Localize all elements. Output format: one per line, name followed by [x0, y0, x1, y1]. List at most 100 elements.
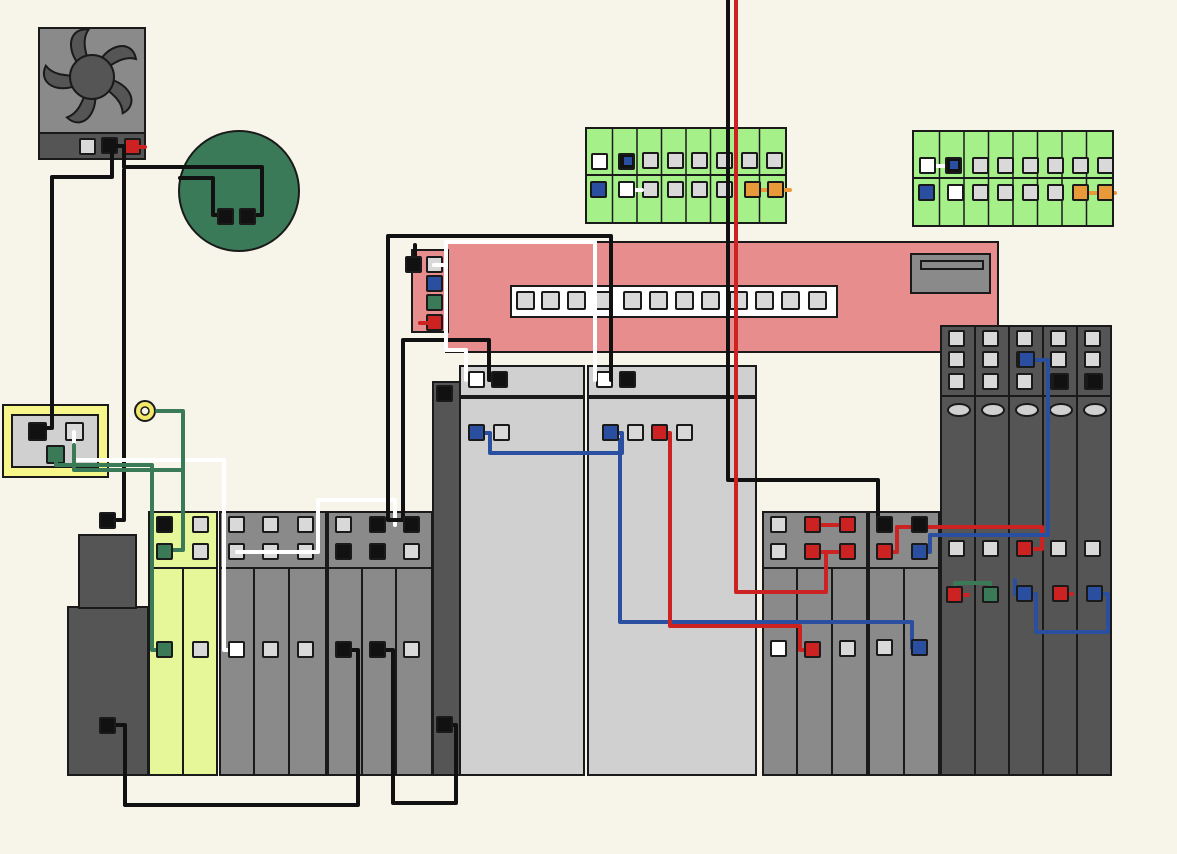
yellow-plug-green-2[interactable] — [156, 641, 173, 658]
rack-port-1-3[interactable] — [1050, 351, 1067, 368]
io-c-mid-0[interactable] — [770, 543, 787, 560]
cable-bottom-loop-1[interactable] — [108, 648, 360, 807]
io-b-mid-2[interactable] — [403, 543, 420, 560]
rack-plug-red-mid[interactable] — [1016, 540, 1033, 557]
patch2-top-port-6[interactable] — [1072, 157, 1089, 174]
cable-red-rack[interactable] — [882, 525, 1044, 554]
rack-port-0-2[interactable] — [1016, 330, 1033, 347]
patch2-plug-orange-2[interactable] — [1097, 184, 1114, 201]
io-d-bottom-0[interactable] — [876, 639, 893, 656]
rack-port-1-1[interactable] — [982, 351, 999, 368]
io-d-plug-red[interactable] — [876, 543, 893, 560]
yellow-port-3[interactable] — [192, 641, 209, 658]
pink-port-7[interactable] — [701, 291, 720, 310]
io-a-bottom-2[interactable] — [297, 641, 314, 658]
patch2-bottom-port-2[interactable] — [972, 184, 989, 201]
rack-plug-red-low[interactable] — [946, 586, 963, 603]
patch2-plug-orange-1[interactable] — [1072, 184, 1089, 201]
io-b-plug-6[interactable] — [369, 641, 386, 658]
rack-mid-port-3[interactable] — [1084, 540, 1101, 557]
yellow-plug-black[interactable] — [156, 516, 173, 533]
cable-blue-servers[interactable] — [475, 431, 624, 455]
server-2-top[interactable] — [587, 365, 757, 397]
cable-red-ioc[interactable] — [658, 431, 815, 652]
rack-port-2-0[interactable] — [948, 373, 965, 390]
rack-port-0-4[interactable] — [1084, 330, 1101, 347]
rack-plug-black-1[interactable] — [1052, 373, 1069, 390]
fan-port-1[interactable] — [79, 138, 96, 155]
io-b-top-0[interactable] — [335, 516, 352, 533]
rack-port-0-0[interactable] — [948, 330, 965, 347]
fan-icon[interactable] — [38, 26, 138, 128]
pink-port-1[interactable] — [541, 291, 560, 310]
server2-port-2[interactable] — [627, 424, 644, 441]
server1-plug-blue[interactable] — [468, 424, 485, 441]
patch1-bottom-port-3[interactable] — [667, 181, 684, 198]
io-d-plug-blue-2[interactable] — [911, 639, 928, 656]
patch1-bottom-port-2[interactable] — [642, 181, 659, 198]
pink-port-10[interactable] — [781, 291, 800, 310]
pink-port-6[interactable] — [675, 291, 694, 310]
pink-port-5[interactable] — [649, 291, 668, 310]
cable-psu-vert[interactable] — [108, 168, 126, 522]
patch1-top-port-3[interactable] — [667, 152, 684, 169]
io-d-plug-black-2[interactable] — [911, 516, 928, 533]
rack-port-0-3[interactable] — [1050, 330, 1067, 347]
patch2-top-port-5[interactable] — [1047, 157, 1064, 174]
io-b-plug-5[interactable] — [335, 641, 352, 658]
patch1-plug-orange-2[interactable] — [767, 181, 784, 198]
io-b-plug-4[interactable] — [369, 543, 386, 560]
rack-port-2-2[interactable] — [1016, 373, 1033, 390]
patch2-bottom-port-4[interactable] — [1022, 184, 1039, 201]
patch1-plug-orange-1[interactable] — [744, 181, 761, 198]
server-1[interactable] — [459, 397, 585, 776]
patch1-top-port-2[interactable] — [642, 152, 659, 169]
psu-base[interactable] — [67, 606, 149, 776]
cable-black-main[interactable] — [726, 0, 880, 522]
cable-fan-outlet[interactable] — [36, 144, 114, 430]
yellow-port-2[interactable] — [192, 543, 209, 560]
yellow-plug-green[interactable] — [156, 543, 173, 560]
io-c-bottom-0[interactable] — [770, 640, 787, 657]
io-a-bottom-1[interactable] — [262, 641, 279, 658]
io-b-plug-2[interactable] — [403, 516, 420, 533]
cable-green-lug[interactable] — [155, 409, 185, 542]
disk-plug-2[interactable] — [239, 208, 256, 225]
io-c-plug-red-2[interactable] — [839, 516, 856, 533]
cable-white-server2[interactable] — [432, 240, 597, 382]
patch2-top-port-2[interactable] — [972, 157, 989, 174]
server2-plug-red[interactable] — [651, 424, 668, 441]
rack-plug-blue-low-2[interactable] — [1086, 585, 1103, 602]
patch2-top-port-3[interactable] — [997, 157, 1014, 174]
io-a-top-2[interactable] — [297, 516, 314, 533]
cable-bottom-loop-2[interactable] — [376, 648, 458, 805]
rack-plug-red-low-2[interactable] — [1052, 585, 1069, 602]
io-c-plug-red-4[interactable] — [839, 543, 856, 560]
rack-plug-blue-low[interactable] — [1016, 585, 1033, 602]
pink-port-0[interactable] — [516, 291, 535, 310]
io-d-plug-black[interactable] — [876, 516, 893, 533]
pink-port-4[interactable] — [623, 291, 642, 310]
cable-fan-disk[interactable] — [114, 144, 264, 217]
patch2-plug-white-2[interactable] — [947, 184, 964, 201]
patch1-plug-blue[interactable] — [590, 181, 607, 198]
io-c-plug-red-3[interactable] — [804, 543, 821, 560]
rack-mid-port-2[interactable] — [1050, 540, 1067, 557]
server1-plug-black[interactable] — [491, 371, 508, 388]
patch2-plug-blue[interactable] — [918, 184, 935, 201]
io-b-plug-3[interactable] — [335, 543, 352, 560]
patch1-top-port-6[interactable] — [741, 152, 758, 169]
outlet-port-black[interactable] — [28, 422, 47, 441]
yellow-port-1[interactable] — [192, 516, 209, 533]
patch1-plug-white-2[interactable] — [618, 181, 635, 198]
ground-disk[interactable] — [178, 130, 300, 252]
rack-mid-port-0[interactable] — [948, 540, 965, 557]
pink-port-8[interactable] — [729, 291, 748, 310]
server1-port-2[interactable] — [493, 424, 510, 441]
patch2-bottom-port-3[interactable] — [997, 184, 1014, 201]
server2-port-4[interactable] — [676, 424, 693, 441]
server2-plug-black[interactable] — [619, 371, 636, 388]
cable-blue-rack[interactable] — [918, 358, 1050, 554]
pink-port-11[interactable] — [808, 291, 827, 310]
psu-bottom-plug[interactable] — [99, 717, 116, 734]
